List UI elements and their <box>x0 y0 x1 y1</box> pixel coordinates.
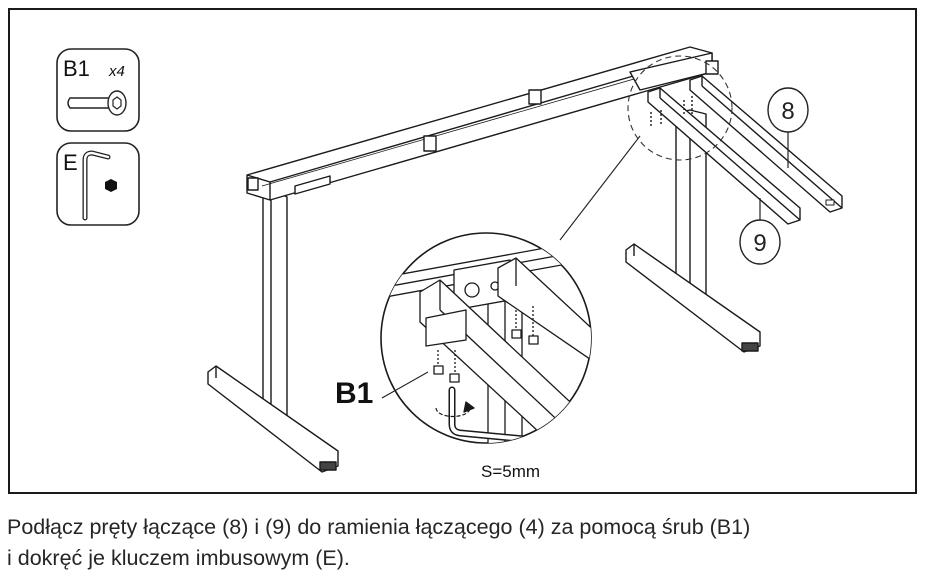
screw-part-box: B1 x4 <box>56 48 140 132</box>
hex-socket-screw-icon <box>67 90 127 116</box>
desk-frame <box>207 46 843 473</box>
detail-magnified-view <box>380 232 592 444</box>
callout-part-9: 9 <box>739 198 781 265</box>
wrench-size-label: S=5mm <box>481 462 540 481</box>
instruction-caption: Podłącz pręty łączące (8) i (9) do ramie… <box>7 512 922 574</box>
assembly-diagram: B1 x4 E <box>56 46 843 481</box>
wrench-part-box: E <box>56 142 140 226</box>
detail-leader-line <box>559 135 641 241</box>
left-leg-column <box>262 192 288 423</box>
callout-part-9-label: 9 <box>753 230 766 257</box>
screw-quantity: x4 <box>108 63 125 80</box>
instruction-line-2: i dokręć je kluczem imbusowym (E). <box>7 546 350 570</box>
callout-part-8-label: 8 <box>781 98 794 125</box>
screw-part-label: B1 <box>63 56 90 81</box>
allen-key-icon <box>82 150 117 221</box>
wrench-part-label: E <box>63 150 78 175</box>
detail-marker-circle <box>627 55 733 161</box>
detail-screw-label: B1 <box>335 377 373 410</box>
instruction-line-1: Podłącz pręty łączące (8) i (9) do ramie… <box>7 515 751 539</box>
callout-part-8: 8 <box>767 87 809 168</box>
detail-screw-leader <box>381 371 429 399</box>
